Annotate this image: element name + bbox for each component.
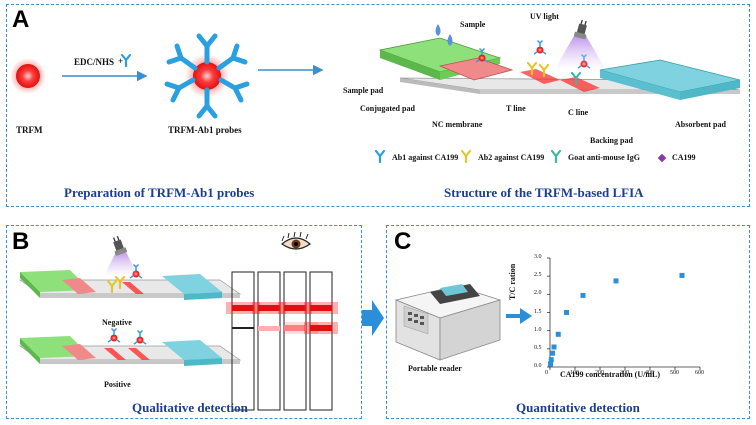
panel-letter-a: A: [12, 6, 30, 33]
chart-y-tick-label: 0.5: [534, 344, 542, 351]
chart-points: [548, 272, 685, 367]
panel-b: [6, 225, 362, 419]
legend-ab1-icon: [374, 149, 386, 164]
legend-igg-label: Goat anti-mouse IgG: [568, 153, 640, 162]
legend-ca199-label: CA199: [672, 153, 696, 162]
conjugated-pad-label: Conjugated pad: [360, 104, 415, 113]
chart-data-point: [679, 272, 685, 278]
trfm-particle: [16, 64, 40, 88]
reagent-label: EDC/NHS: [74, 57, 115, 67]
trfm-label: TRFM: [16, 125, 43, 135]
chart-y-tick-label: 2.0: [534, 290, 542, 297]
chart-y-tick-label: 3.0: [534, 254, 542, 260]
result-cassettes: [231, 271, 333, 411]
ab1-reagent-icon: [120, 53, 132, 68]
sample-drop-icon: [435, 24, 441, 36]
uv-beam: [554, 36, 606, 70]
panel-a: [6, 4, 750, 207]
caption-structure: Structure of the TRFM-based LFIA: [444, 185, 644, 200]
chart-data-point: [555, 331, 561, 337]
c-line-label: C line: [568, 108, 589, 117]
legend-ab2-label: Ab2 against CA199: [478, 153, 545, 162]
pos-probe-icon: [107, 327, 121, 343]
chart-data-point: [548, 357, 554, 363]
probes-label: TRFM-Ab1 probes: [168, 125, 242, 135]
test-bands: [232, 322, 338, 334]
panel-letter-b: B: [12, 228, 30, 255]
chart-x-tick-label: 400: [645, 370, 654, 376]
negative-label: Negative: [102, 318, 132, 327]
strip-positive: [18, 336, 242, 366]
chart-data-point: [564, 310, 569, 315]
panel-letter-c: C: [394, 228, 412, 255]
chart-data-point: [580, 292, 586, 298]
panel-c: [386, 225, 750, 419]
positive-label: Positive: [104, 380, 131, 389]
chart-x-tick-label: 100: [570, 370, 579, 376]
chart-ylabel: T/C ration: [508, 263, 517, 300]
caption-preparation: Preparation of TRFM-Ab1 probes: [64, 185, 255, 200]
portable-reader-device: [394, 284, 502, 361]
strip-negative: [18, 270, 242, 300]
chart-xlabel: CA199 concentration (U/mL): [560, 370, 660, 379]
pos-probe-icon-2: [133, 329, 147, 345]
arrow-b-to-c: [362, 300, 384, 336]
chart-ticks: [547, 257, 701, 370]
nc-membrane-label: NC membrane: [432, 120, 483, 129]
chart-y-tick-label: 1.0: [534, 326, 542, 333]
arrow-reader-head: [520, 308, 532, 324]
sample-drop-icon-2: [447, 34, 453, 46]
uv-lamp-icon-b: [109, 234, 128, 257]
uv-beam-b: [104, 252, 138, 276]
lfia-strip-large: [378, 37, 741, 100]
chart-y-tick-label: 2.5: [534, 272, 542, 279]
chart-x-tick-label: 300: [620, 370, 629, 376]
chart-data-point: [548, 361, 553, 367]
chart-axes: [549, 258, 700, 368]
eye-icon: [281, 231, 311, 250]
chart-y-tick-label: 0.0: [534, 363, 542, 369]
legend-ab1-label: Ab1 against CA199: [392, 153, 459, 162]
portable-reader-label: Portable reader: [408, 364, 462, 373]
backing-pad-label: Backing pad: [590, 136, 633, 145]
legend-ab2-icon: [460, 149, 472, 164]
chart-x-tick-label: 0: [545, 370, 548, 376]
caption-quantitative: Quantitative detection: [516, 400, 640, 415]
chart-x-tick-label: 600: [695, 370, 704, 376]
tline-probe-icon: [533, 39, 547, 55]
chart-y-tick-label: 1.5: [534, 308, 542, 315]
chart-data-point: [550, 350, 555, 356]
uv-lamp-icon: [573, 18, 591, 41]
t-line-label: T line: [506, 104, 526, 113]
plus-sign: +: [118, 56, 124, 66]
chart-data-point: [613, 278, 619, 284]
chart-data-point: [551, 344, 557, 350]
chart-x-tick-label: 200: [595, 370, 604, 376]
caption-qualitative: Qualitative detection: [132, 400, 248, 415]
sample-label: Sample: [460, 20, 486, 29]
trfm-ab1-probe: [164, 33, 250, 119]
chart-x-tick-label: 500: [670, 370, 679, 376]
control-bands: [226, 302, 338, 314]
sample-pad-label: Sample pad: [343, 86, 384, 95]
absorbent-pad-label: Absorbent pad: [675, 120, 726, 129]
uv-light-label: UV light: [530, 12, 559, 21]
legend-igg-icon: [550, 149, 562, 164]
legend-ca199-icon: [657, 153, 667, 163]
